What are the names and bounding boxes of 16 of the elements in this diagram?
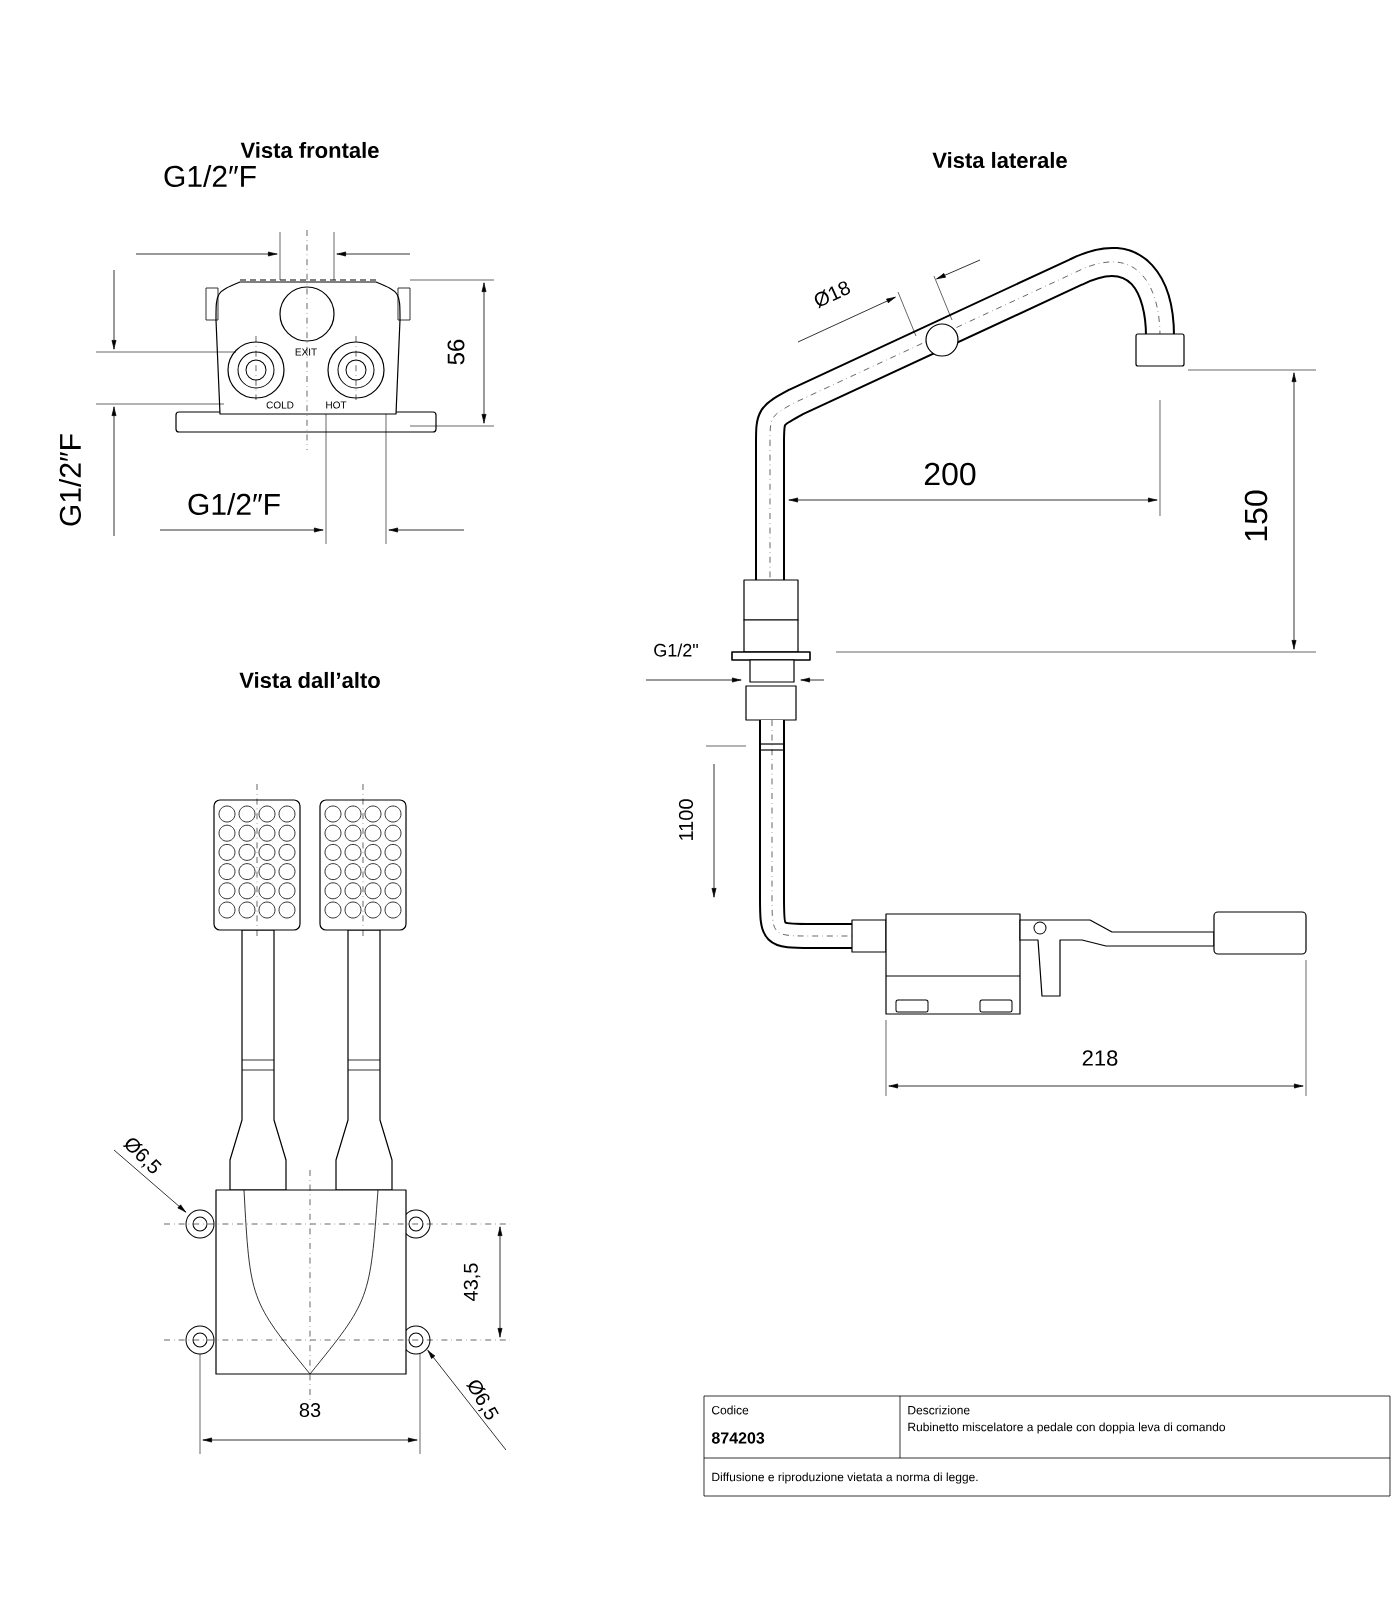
view-title: Vista laterale — [932, 151, 1067, 169]
table-text: 874203 — [711, 1432, 765, 1444]
dimension-label: G1/2" — [654, 643, 698, 657]
dimension-label: G1/2″F — [164, 165, 256, 187]
dimension-label: 56 — [447, 339, 465, 365]
dimension-label: G1/2″F — [59, 434, 81, 526]
dimension-label: 150 — [1244, 490, 1268, 541]
dimension-label: 83 — [299, 1402, 321, 1418]
dimension-label: 43,5 — [463, 1263, 481, 1301]
dimension-label: 218 — [1082, 1050, 1118, 1066]
view-title: Vista dall’alto — [239, 671, 380, 689]
view-title: Vista frontale — [240, 141, 379, 159]
dimension-label: 200 — [924, 462, 976, 486]
dimension-label: G1/2″F — [188, 493, 280, 515]
dimension-label: Ø18 — [814, 281, 851, 309]
dimension-label: 1100 — [678, 799, 694, 840]
